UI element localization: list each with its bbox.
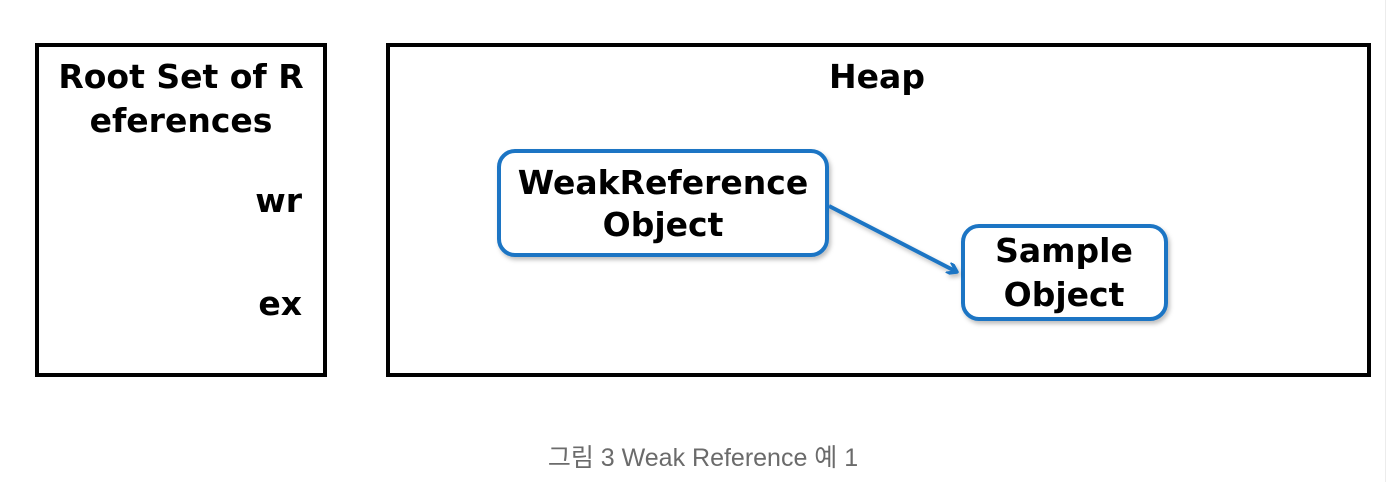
weak-reference-diagram: Root Set of R eferences wr ex Heap WeakR… — [35, 43, 1371, 377]
weakreference-object-label-line2: Object — [603, 205, 724, 244]
heap-title: Heap — [829, 57, 925, 96]
ref-label-ex: ex — [258, 284, 302, 323]
sample-object-label-line2: Object — [1004, 275, 1125, 314]
sample-object-node: Sample Object — [961, 224, 1168, 321]
ref-label-wr: wr — [255, 181, 302, 220]
figure-caption: 그림 3 Weak Reference 예 1 — [547, 444, 859, 472]
root-set-title-line1: Root Set of R — [58, 57, 303, 96]
page-edge-divider — [1385, 0, 1386, 482]
root-set-box: Root Set of R eferences wr ex — [35, 43, 327, 377]
sample-object-label-line1: Sample — [995, 231, 1133, 270]
arrow-weakreference-to-sample — [828, 204, 957, 272]
weakreference-object-label-line1: WeakReference — [518, 163, 808, 202]
root-set-title-line2: eferences — [90, 101, 273, 140]
weakreference-object-node: WeakReference Object — [497, 149, 829, 257]
